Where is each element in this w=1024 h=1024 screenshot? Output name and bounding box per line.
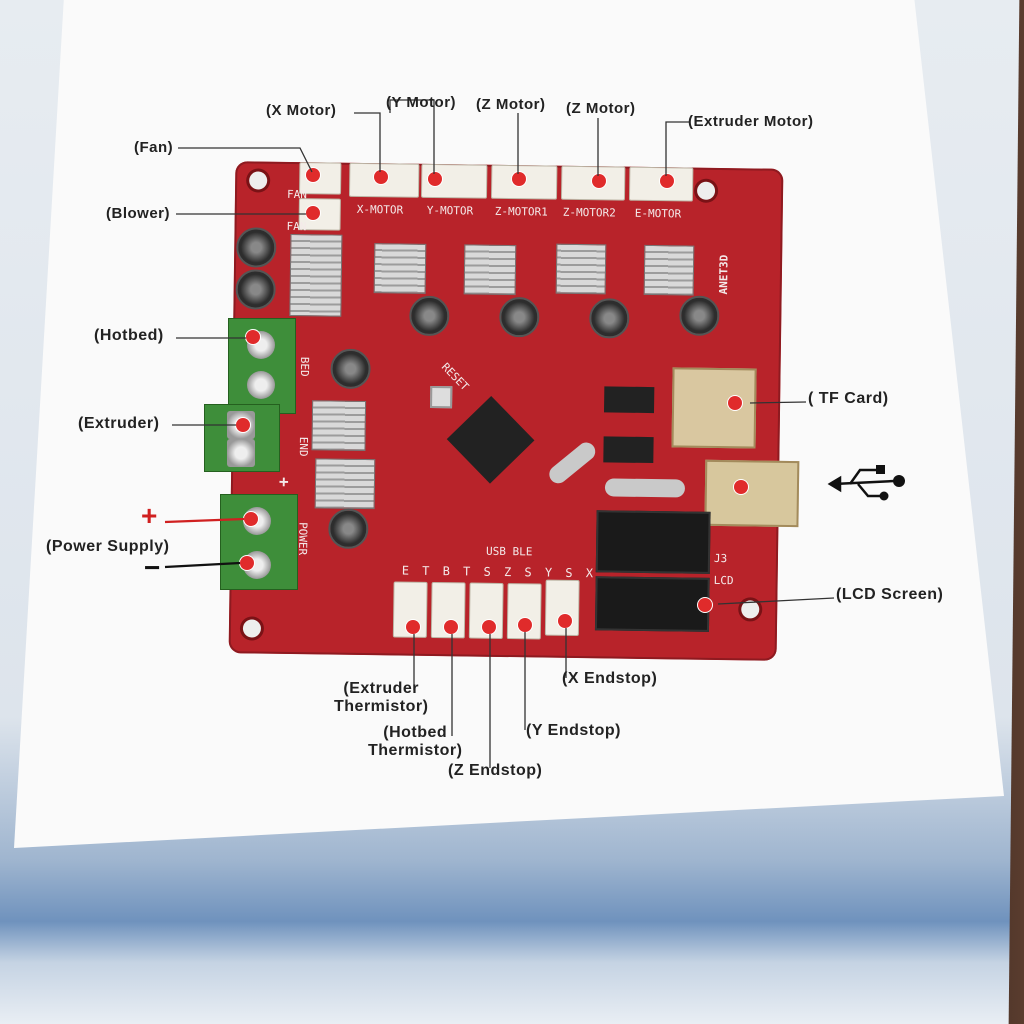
usb-icon	[827, 465, 905, 501]
label-extruder-thermistor-line2: Thermistor)	[334, 698, 429, 715]
label-power-supply: (Power Supply)	[46, 538, 170, 555]
marker-e-motor	[660, 174, 674, 188]
terminal-screw	[227, 439, 255, 467]
label-lcd-screen: (LCD Screen)	[836, 586, 944, 603]
label-extruder-thermistor-line1: (Extruder	[343, 680, 420, 697]
marker-power-minus	[240, 556, 254, 570]
label-y-endstop: (Y Endstop)	[526, 722, 621, 739]
marker-lcd	[698, 598, 712, 612]
label-extruder-thermistor: (Extruder Thermistor)	[334, 680, 428, 716]
extruder-terminal	[204, 404, 280, 472]
marker-x-endstop	[558, 614, 572, 628]
label-z-endstop: (Z Endstop)	[448, 762, 543, 779]
label-x-endstop: (X Endstop)	[562, 670, 658, 687]
label-z-motor-2: (Z Motor)	[566, 100, 636, 117]
label-z-motor-1: (Z Motor)	[476, 96, 546, 113]
label-hotbed-thermistor-line2: Thermistor)	[368, 742, 463, 759]
marker-usb	[734, 480, 748, 494]
leader-lcd	[717, 597, 835, 605]
marker-fan	[306, 168, 320, 182]
label-hotbed-thermistor-line1: (Hotbed	[383, 724, 448, 741]
terminal-screw	[247, 371, 275, 399]
power-minus-symbol: −	[144, 552, 161, 583]
label-extruder: (Extruder)	[78, 415, 160, 432]
label-hotbed: (Hotbed)	[94, 327, 164, 344]
marker-z-motor1	[512, 172, 526, 186]
power-terminal	[220, 494, 298, 590]
marker-extruder	[236, 418, 250, 432]
marker-power-plus	[244, 512, 258, 526]
marker-tf-card	[728, 396, 742, 410]
leader-tf-card	[749, 401, 807, 404]
power-minus-wire	[164, 561, 241, 569]
marker-y-motor	[428, 172, 442, 186]
marker-y-endstop	[518, 618, 532, 632]
label-tf-card: ( TF Card)	[808, 390, 889, 407]
label-extruder-motor: (Extruder Motor)	[688, 113, 814, 130]
leader-y-motor	[389, 99, 435, 174]
marker-x-motor	[374, 170, 388, 184]
marker-blower	[306, 206, 320, 220]
label-x-motor: (X Motor)	[266, 102, 337, 119]
leader-e-motor	[665, 121, 690, 176]
leader-x-motor	[354, 112, 381, 172]
label-fan: (Fan)	[134, 139, 174, 156]
marker-z-endstop	[482, 620, 496, 634]
marker-extruder-thermistor	[406, 620, 420, 634]
label-y-motor: (Y Motor)	[386, 94, 457, 111]
marker-hotbed-thermistor	[444, 620, 458, 634]
label-blower: (Blower)	[106, 205, 170, 222]
leader-fan	[178, 147, 313, 173]
power-plus-wire	[164, 517, 245, 524]
marker-z-motor2	[592, 174, 606, 188]
label-hotbed-thermistor: (Hotbed Thermistor)	[368, 724, 462, 760]
power-plus-symbol: +	[141, 500, 158, 531]
marker-hotbed	[246, 330, 260, 344]
